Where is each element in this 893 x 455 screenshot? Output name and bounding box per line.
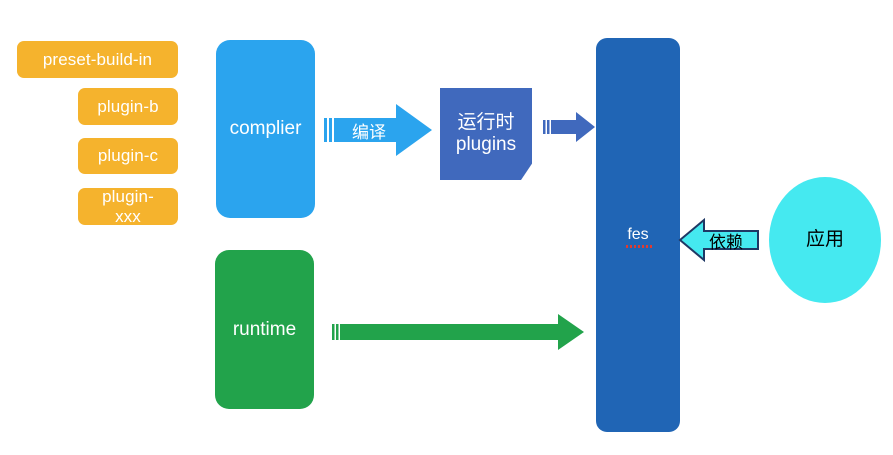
plugin-chip-label: plugin- xxx [102, 186, 154, 226]
plugin-chip-label: preset-build-in [42, 49, 153, 69]
arrow-depend [678, 216, 760, 264]
node-app[interactable]: 应用 [769, 177, 881, 303]
plugin-chip-plugin-xxx[interactable]: plugin- xxx [78, 186, 178, 226]
plugin-chip-label: plugin-c [97, 146, 159, 166]
arrow-plugins-to-fes [543, 112, 595, 142]
arrow-compile [324, 104, 432, 156]
node-runtime-plugins[interactable]: 运行时 plugins [440, 88, 532, 180]
plugin-chip-plugin-c[interactable]: plugin-c [78, 138, 178, 174]
node-complier[interactable]: complier [216, 40, 315, 218]
node-fes-label: fes [626, 225, 653, 249]
node-runtime-label: runtime [232, 318, 297, 340]
plugin-chip-label: plugin-b [97, 96, 159, 116]
plugin-chip-preset-build-in[interactable]: preset-build-in [17, 41, 178, 78]
node-app-label: 应用 [805, 229, 844, 251]
node-fes[interactable]: fes [596, 38, 680, 432]
node-runtime[interactable]: runtime [215, 250, 314, 409]
node-runtime-plugins-label: 运行时 plugins [455, 112, 517, 155]
arrow-runtime-to-fes [332, 312, 584, 352]
note-fold-corner [520, 163, 532, 180]
plugin-chip-plugin-b[interactable]: plugin-b [78, 88, 178, 125]
node-complier-label: complier [229, 118, 302, 140]
